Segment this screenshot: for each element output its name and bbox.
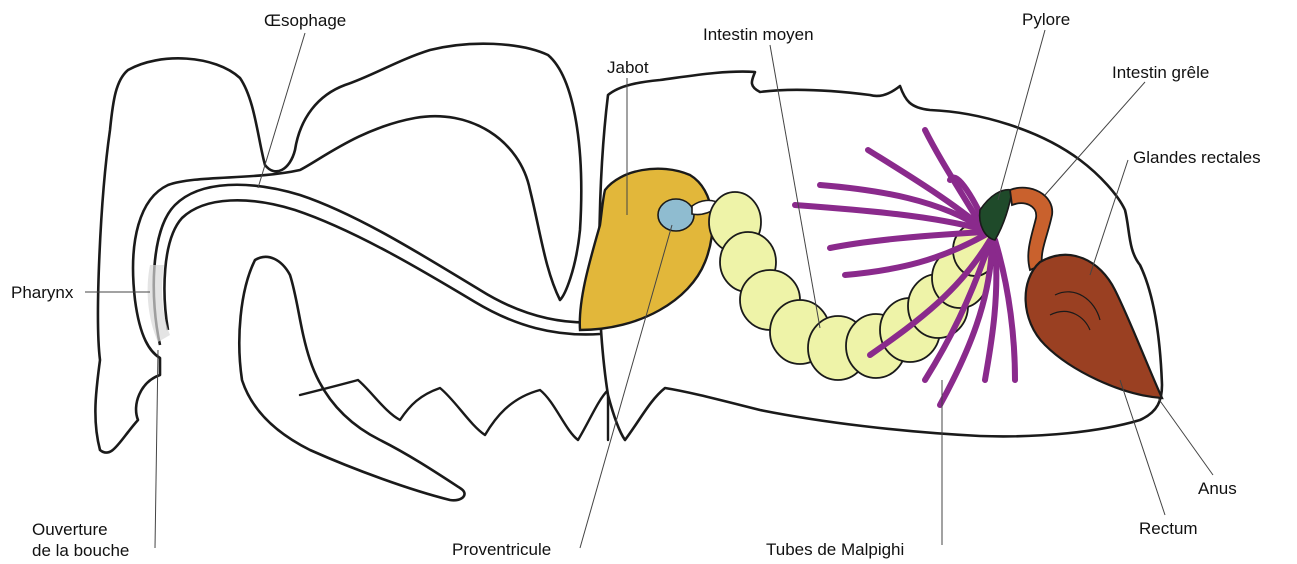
label-tubes-malpighi: Tubes de Malpighi [766,540,904,559]
label-ouverture-line2: de la bouche [32,541,129,560]
pharynx-wall [148,265,170,342]
leader-ouverture [155,350,158,548]
label-glandes-rectales: Glandes rectales [1133,148,1261,167]
label-pharynx: Pharynx [11,283,74,302]
label-intestin-moyen: Intestin moyen [703,25,814,44]
label-rectum: Rectum [1139,519,1198,538]
label-proventricule: Proventricule [452,540,551,559]
label-anus: Anus [1198,479,1237,498]
label-intestin-grele: Intestin grêle [1112,63,1209,82]
leader-anus [1158,398,1213,475]
label-jabot: Jabot [607,58,649,77]
label-oesophage: Œsophage [264,11,346,30]
thorax-outline [239,257,464,500]
label-ouverture-line1: Ouverture [32,520,108,539]
label-pylore: Pylore [1022,10,1070,29]
proventricule [658,199,694,231]
